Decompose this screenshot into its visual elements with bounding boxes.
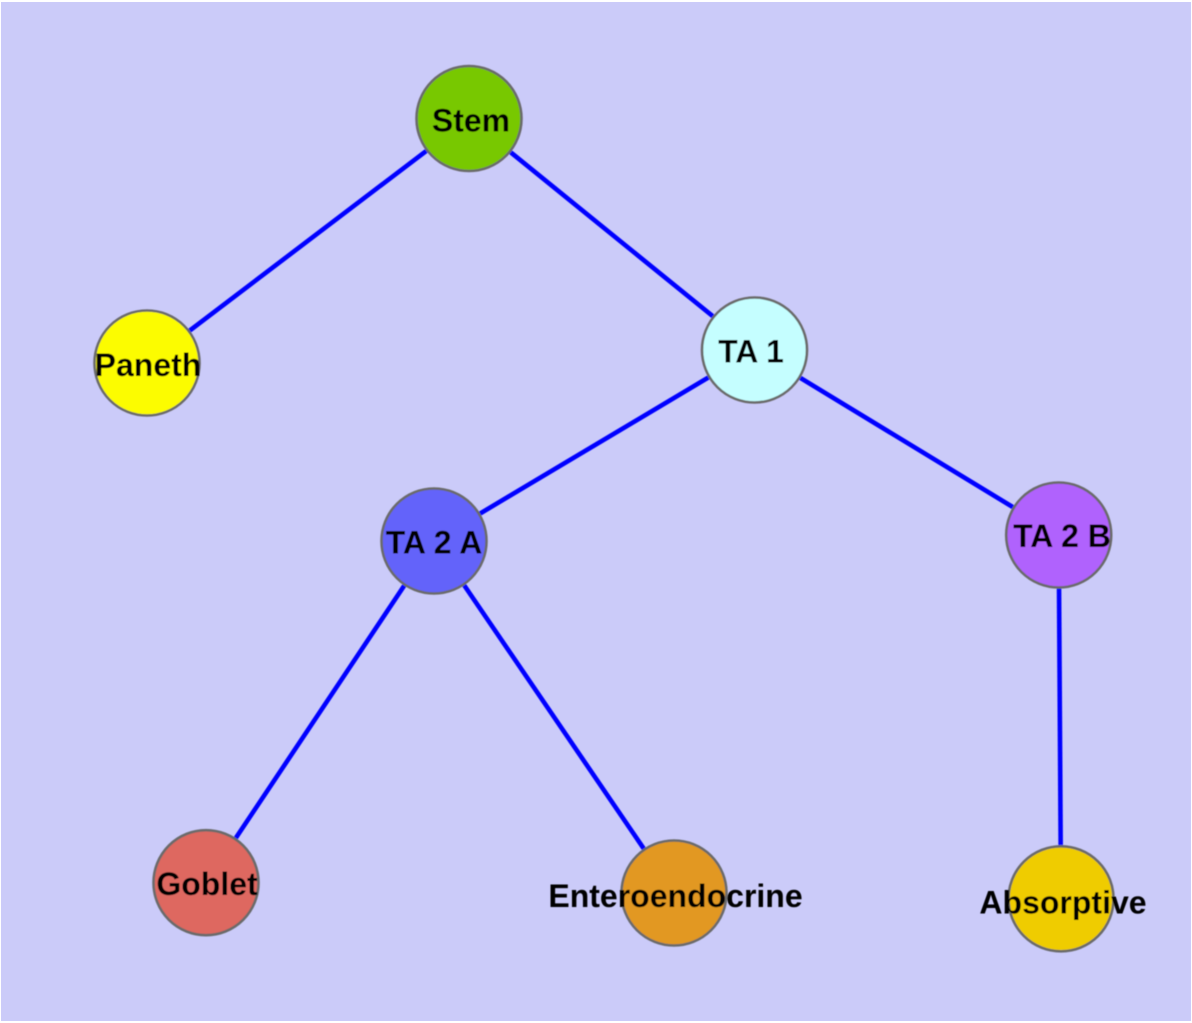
svg-text:Stem: Stem [432,103,510,139]
svg-text:Goblet: Goblet [156,866,258,902]
svg-text:Absorptive: Absorptive [979,885,1146,921]
svg-text:TA 1: TA 1 [718,334,784,370]
svg-text:TA 2 B: TA 2 B [1013,518,1111,554]
svg-text:TA 2 A: TA 2 A [386,525,483,561]
svg-text:Enteroendocrine: Enteroendocrine [548,878,802,914]
svg-text:Paneth: Paneth [95,347,202,383]
